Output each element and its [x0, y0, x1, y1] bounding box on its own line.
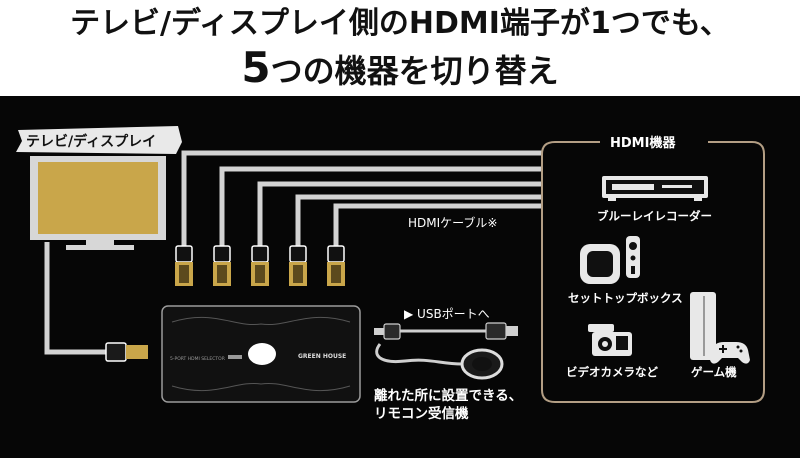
hdmi-connector-2 [213, 245, 231, 286]
switcher-brand-text: GREEN HOUSE [298, 353, 346, 360]
hdmi-connector-1 [175, 245, 193, 286]
hdmi-switcher: 5-PORT HDMI SELECTOR GREEN HOUSE [161, 305, 361, 403]
hdmi-cable-4 [295, 194, 542, 246]
gamepad-icon [710, 342, 750, 364]
hdmi-cable-1 [181, 150, 542, 246]
hdmi-connector-3 [251, 245, 269, 286]
video-camera-icon [588, 324, 632, 356]
bluray-recorder-icon [602, 176, 708, 201]
headline-area: テレビ/ディスプレイ側のHDMI端子が1つでも、 5つの機器を切り替え [0, 0, 800, 96]
set-top-box-icon [580, 236, 640, 284]
tv-output-cable [44, 242, 106, 355]
tv-label-tag: テレビ/ディスプレイ [16, 126, 182, 154]
hdmi-cable-3 [257, 181, 542, 246]
switcher-select-button [248, 343, 276, 365]
headline-line-2: 5つの機器を切り替え [0, 46, 800, 93]
connection-diagram: テレビ/ディスプレイ [16, 126, 765, 422]
hdmi-cable-label: HDMIケーブル※ [408, 215, 498, 230]
hdmi-devices-frame: HDMI機器 [541, 135, 765, 403]
video-camera-label: ビデオカメラなど [566, 365, 658, 379]
game-console-label: ゲーム機 [691, 365, 737, 379]
tv-label: テレビ/ディスプレイ [26, 133, 156, 150]
diagram-panel: テレビ/ディスプレイ [0, 96, 800, 458]
hdmi-cable-5 [333, 203, 542, 246]
hdmi-connector-5 [327, 245, 345, 286]
hdmi-cable-2 [219, 166, 542, 246]
hdmi-connector-4 [289, 245, 307, 286]
headline-number: 5 [241, 43, 271, 92]
switcher-model-text: 5-PORT HDMI SELECTOR [170, 356, 225, 362]
hdmi-connectors [175, 245, 345, 286]
bluray-label: ブルーレイレコーダー [597, 209, 712, 223]
hdmi-cables [181, 150, 542, 246]
headline-line-1: テレビ/ディスプレイ側のHDMI端子が1つでも、 [70, 6, 730, 41]
remote-receiver [375, 343, 504, 380]
usb-cable [374, 322, 518, 340]
usb-port-label: ▶ USBポートへ [404, 307, 490, 321]
remote-label-line-1: 離れた所に設置できる、 [374, 387, 522, 404]
hdmi-devices-title: HDMI機器 [610, 135, 676, 151]
tv-cable-connector [105, 342, 148, 362]
set-top-box-label: セットトップボックス [568, 291, 683, 305]
tv-icon [30, 156, 166, 250]
switcher-led [228, 355, 242, 359]
headline-line-2-text: つの機器を切り替え [270, 52, 559, 90]
remote-label-line-2: リモコン受信機 [374, 405, 469, 422]
game-console-icon [690, 292, 716, 360]
